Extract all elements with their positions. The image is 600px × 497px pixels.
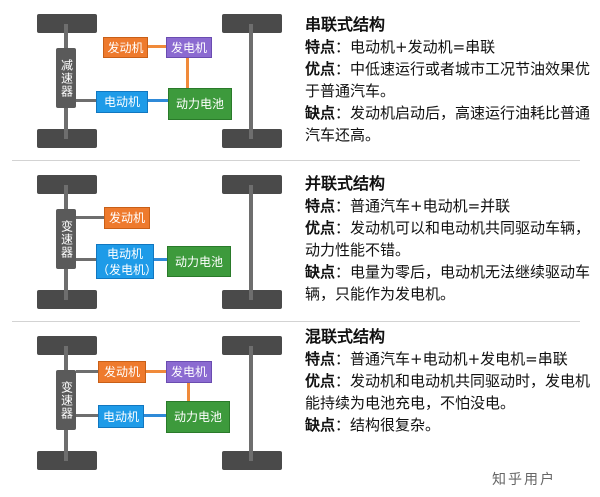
- series-description: 串联式结构 特点：电动机+发动机=串联 优点：中低速运行或者城市工况节油效果优于…: [305, 14, 595, 146]
- divider: [12, 321, 580, 322]
- axle: [249, 185, 253, 300]
- axle: [249, 24, 253, 139]
- engine-box: 发动机: [98, 361, 146, 383]
- pro-text: ：发动机和电动机共同驱动时，发电机能持续为电池充电，不怕没电。: [305, 372, 591, 412]
- engine-shaft: [146, 45, 166, 48]
- pro-text: ：中低速运行或者城市工况节油效果优于普通汽车。: [305, 60, 591, 100]
- generator-box: 发电机: [166, 361, 212, 383]
- battery-box: 动力电池: [166, 401, 230, 433]
- motor-shaft: [76, 258, 96, 261]
- wheel: [222, 14, 282, 33]
- generator-label: （发电机）: [97, 262, 158, 277]
- wheel: [222, 336, 282, 355]
- panel-title: 并联式结构: [305, 174, 386, 193]
- motor-generator-box: 电动机 （发电机）: [96, 244, 158, 279]
- wheel: [37, 14, 97, 33]
- feature-text: ：电动机+发动机=串联: [335, 38, 496, 56]
- feature-label: 特点: [305, 197, 336, 215]
- panel-title: 串联式结构: [305, 15, 386, 34]
- battery-box: 动力电池: [168, 88, 232, 120]
- con-text: ：电量为零后，电动机无法继续驱动车辆，只能作为发电机。: [305, 263, 591, 303]
- con-text: ：发动机启动后，高速运行油耗比普通汽车还高。: [305, 104, 591, 144]
- feature-label: 特点: [305, 350, 336, 368]
- engine-shaft: [76, 216, 104, 219]
- feature-text: ：普通汽车+电动机=并联: [335, 197, 511, 215]
- panel-title: 混联式结构: [305, 327, 386, 346]
- pro-text: ：发动机可以和电动机共同驱动车辆，动力性能不错。: [305, 219, 591, 259]
- engine-generator-shaft: [144, 370, 166, 373]
- gearbox: 变速器: [56, 209, 76, 269]
- wheel: [37, 336, 97, 355]
- divider: [12, 160, 580, 161]
- battery-box: 动力电池: [167, 246, 231, 277]
- series-parallel-panel: 变速器 发动机 发电机 电动机 动力电池 混联式结构 特点：普通汽车+电动机+发…: [0, 322, 600, 482]
- feature-text: ：普通汽车+电动机+发电机=串联: [335, 350, 568, 368]
- charge-line: [186, 57, 189, 89]
- con-label: 缺点: [305, 416, 336, 434]
- pro-label: 优点: [305, 219, 336, 237]
- con-text: ：结构很复杂。: [335, 416, 441, 434]
- charge-line: [187, 382, 190, 408]
- series-parallel-description: 混联式结构 特点：普通汽车+电动机+发电机=串联 优点：发动机和电动机共同驱动时…: [305, 326, 595, 436]
- generator-box: 发电机: [166, 37, 212, 58]
- feature-label: 特点: [305, 38, 336, 56]
- motor-shaft: [76, 414, 98, 417]
- con-label: 缺点: [305, 104, 336, 122]
- motor-box: 电动机: [98, 405, 144, 428]
- con-label: 缺点: [305, 263, 336, 281]
- parallel-description: 并联式结构 特点：普通汽车+电动机=并联 优点：发动机可以和电动机共同驱动车辆，…: [305, 173, 595, 305]
- wheel: [222, 175, 282, 194]
- pro-label: 优点: [305, 60, 336, 78]
- watermark: 知乎用户: [492, 472, 556, 488]
- gearbox: 变速器: [56, 370, 76, 430]
- power-line: [142, 414, 166, 417]
- pro-label: 优点: [305, 372, 336, 390]
- engine-box: 发动机: [104, 207, 150, 229]
- axle: [249, 346, 253, 461]
- engine-shaft: [76, 370, 98, 373]
- motor-box: 电动机: [96, 91, 148, 113]
- series-panel: 减速器 发动机 发电机 电动机 动力电池 串联式结构 特点：电动机+发动机=串联…: [0, 0, 600, 160]
- power-line: [146, 99, 168, 102]
- engine-box: 发动机: [103, 37, 148, 58]
- gearbox: 减速器: [56, 48, 76, 108]
- wheel: [37, 175, 97, 194]
- motor-label: 电动机: [106, 246, 143, 261]
- power-line: [152, 258, 167, 261]
- drive-shaft: [76, 99, 96, 102]
- parallel-panel: 变速器 发动机 电动机 （发电机） 动力电池 并联式结构 特点：普通汽车+电动机…: [0, 161, 600, 321]
